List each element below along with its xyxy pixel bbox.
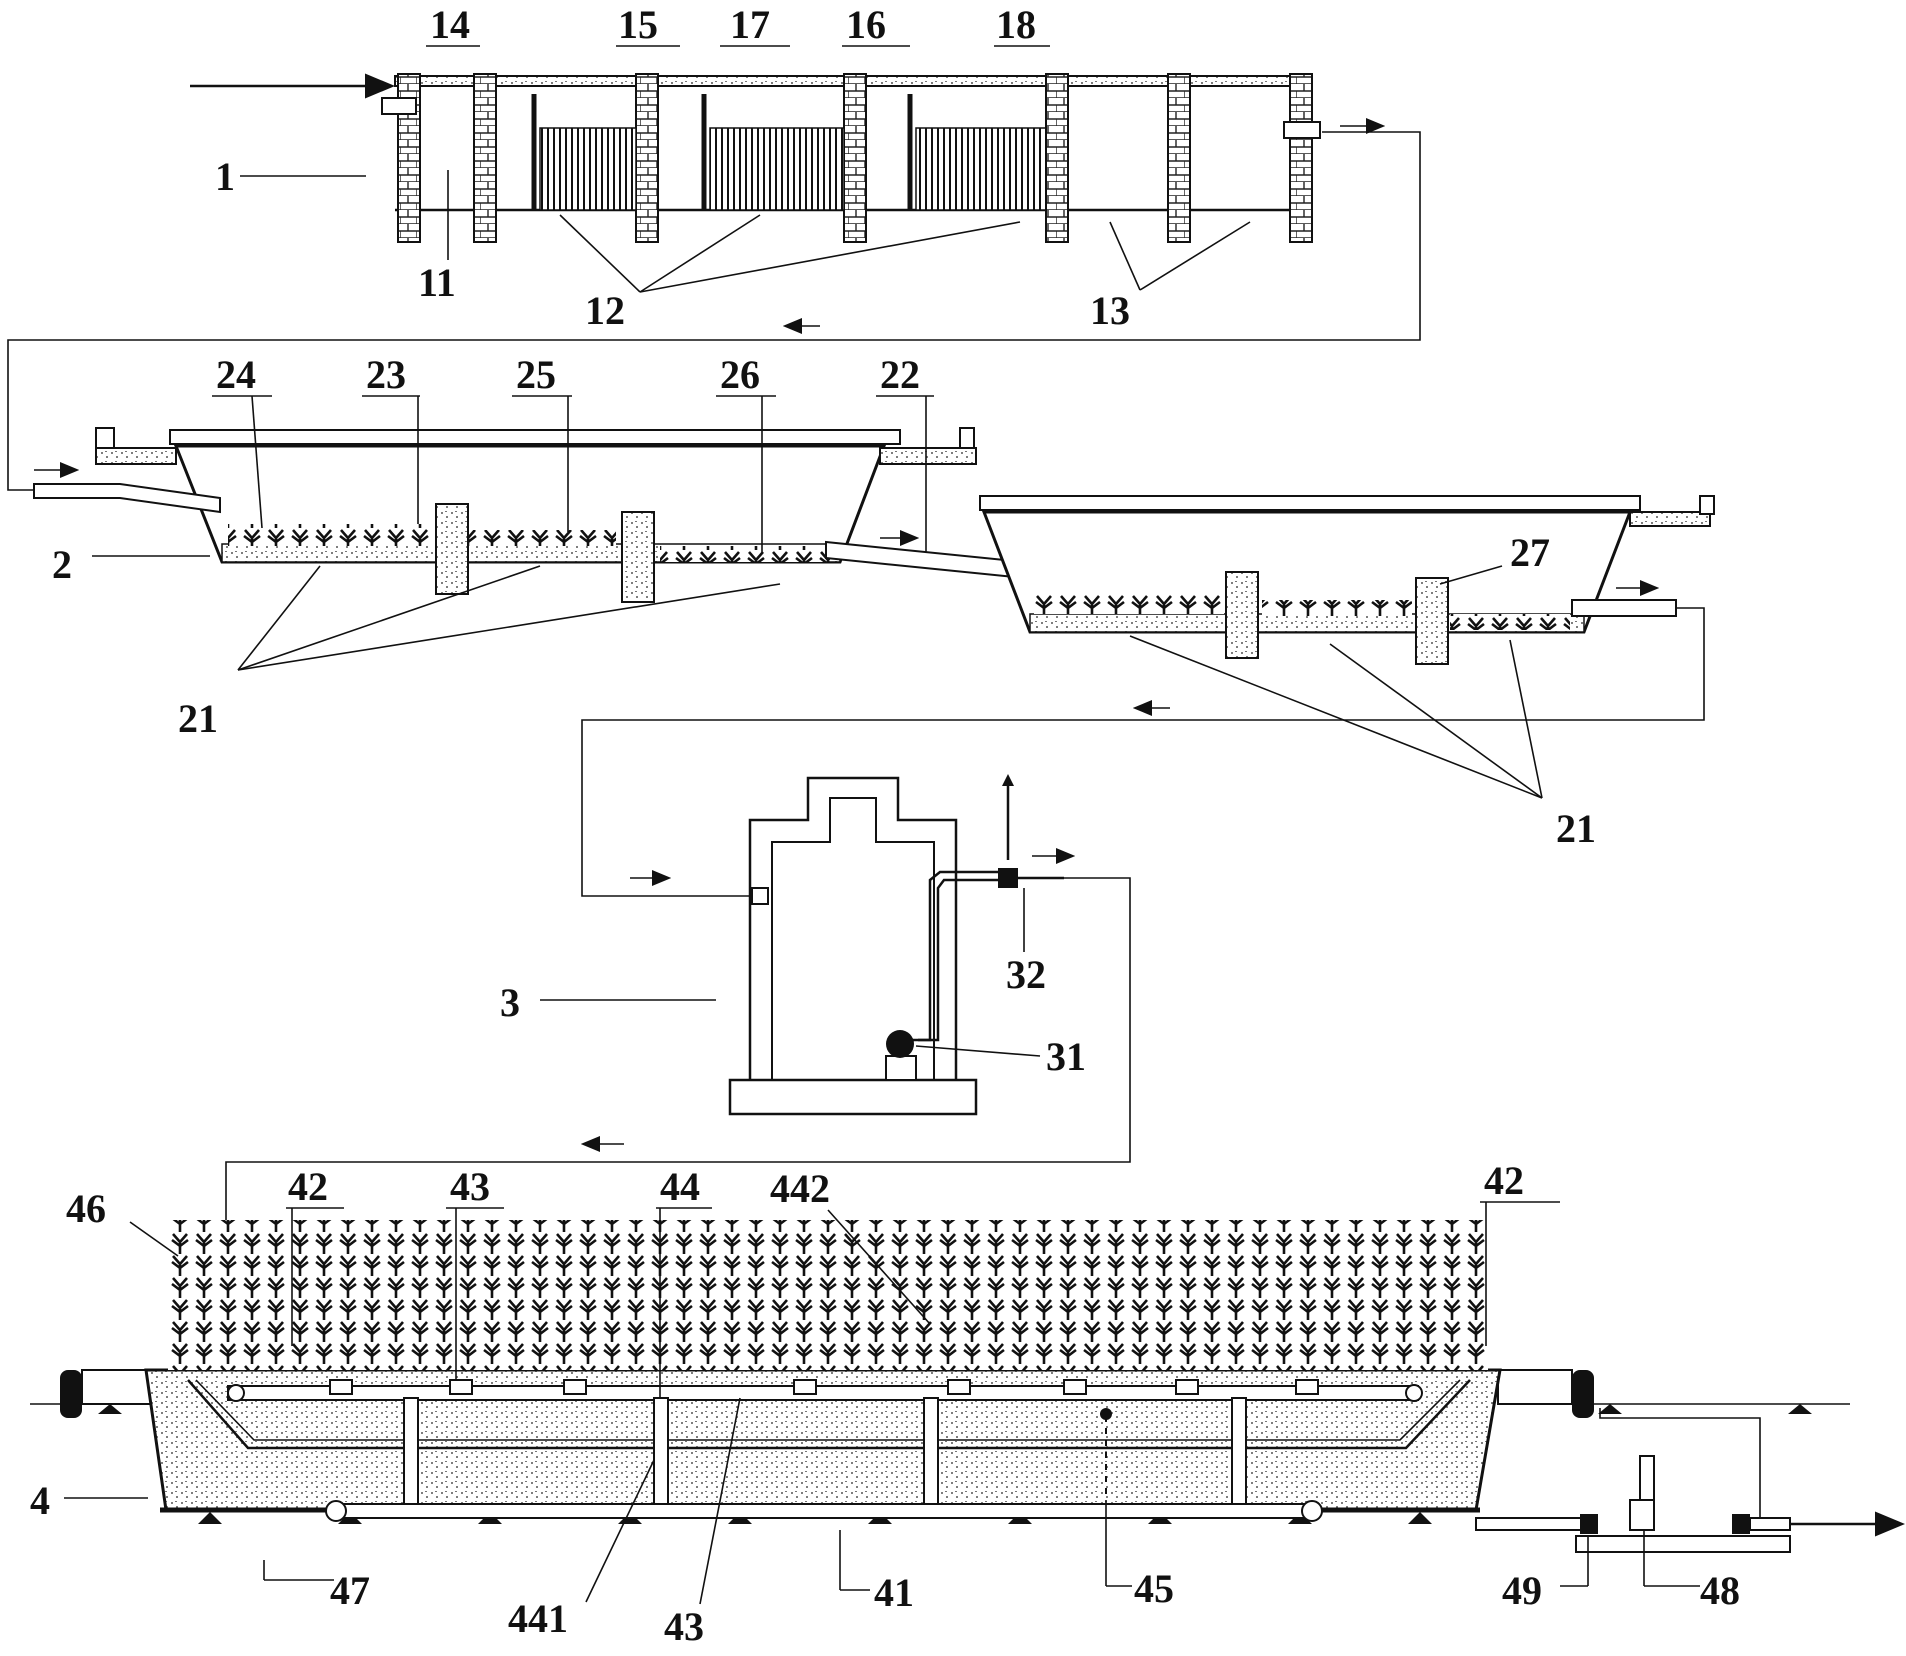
outlet-valve-49 bbox=[1580, 1514, 1598, 1534]
wetland-plants bbox=[168, 1220, 1488, 1370]
flow-pipe-2-3 bbox=[581, 607, 1705, 897]
label-21-right: 21 bbox=[1556, 806, 1596, 851]
label-44: 44 bbox=[660, 1164, 700, 1209]
weir-wall bbox=[1225, 571, 1259, 659]
label-4: 4 bbox=[30, 1478, 50, 1523]
label-12: 12 bbox=[585, 288, 625, 333]
label-25: 25 bbox=[516, 352, 556, 397]
wetland-plants bbox=[1262, 600, 1412, 616]
label-43-bottom: 43 bbox=[664, 1604, 704, 1649]
pump-base bbox=[885, 1055, 917, 1081]
outlet-valve bbox=[1732, 1514, 1750, 1534]
liner bbox=[187, 1379, 1471, 1450]
flow-pipe-1-2 bbox=[7, 131, 1421, 491]
pillar bbox=[635, 73, 659, 243]
wetland-plants bbox=[660, 546, 830, 562]
pillar bbox=[843, 73, 867, 243]
pillar bbox=[397, 73, 421, 243]
inlet-valve bbox=[751, 887, 769, 905]
label-41: 41 bbox=[874, 1570, 914, 1615]
label-3: 3 bbox=[500, 980, 520, 1025]
label-31: 31 bbox=[1046, 1034, 1086, 1079]
label-47: 47 bbox=[330, 1568, 370, 1613]
label-45: 45 bbox=[1134, 1566, 1174, 1611]
wetland-plants bbox=[228, 524, 438, 546]
section-2-wetlands: 2 24 23 25 26 22 27 21 21 bbox=[33, 352, 1715, 897]
wetland-plants bbox=[1450, 614, 1570, 630]
weir-wall bbox=[435, 503, 469, 595]
label-2: 2 bbox=[52, 542, 72, 587]
outlet-valve bbox=[1283, 121, 1321, 139]
label-48: 48 bbox=[1700, 1568, 1740, 1613]
filler-media bbox=[709, 127, 845, 211]
ground-anchor bbox=[60, 1370, 82, 1418]
label-46: 46 bbox=[66, 1186, 106, 1231]
label-441: 441 bbox=[508, 1596, 568, 1641]
weir-wall bbox=[621, 511, 655, 603]
label-16: 16 bbox=[846, 2, 886, 47]
pillar bbox=[1045, 73, 1069, 243]
label-13: 13 bbox=[1090, 288, 1130, 333]
section-3-pump-well: 3 32 31 bbox=[225, 774, 1131, 1400]
inlet-valve bbox=[381, 97, 417, 115]
label-32: 32 bbox=[1006, 952, 1046, 997]
collection-pipe bbox=[333, 1503, 1319, 1519]
label-26: 26 bbox=[720, 352, 760, 397]
label-11: 11 bbox=[418, 260, 456, 305]
label-1: 1 bbox=[215, 154, 235, 199]
label-21-left: 21 bbox=[178, 696, 218, 741]
pillar bbox=[1167, 73, 1191, 243]
label-49: 49 bbox=[1502, 1568, 1542, 1613]
wetland-plants bbox=[466, 530, 616, 546]
label-442: 442 bbox=[770, 1166, 830, 1211]
label-23: 23 bbox=[366, 352, 406, 397]
outlet-chamber-base bbox=[1575, 1535, 1791, 1553]
label-43-top: 43 bbox=[450, 1164, 490, 1209]
section-4-subsurface-wetland: 4 46 42 43 44 442 42 47 441 43 41 45 49 … bbox=[30, 1158, 1905, 1649]
pillar bbox=[1289, 73, 1313, 243]
filler-media bbox=[539, 127, 637, 211]
filler-media bbox=[915, 127, 1047, 211]
label-42-left: 42 bbox=[288, 1164, 328, 1209]
ground-anchor bbox=[1572, 1370, 1594, 1418]
section-1-pretreatment: 1 11 14 15 17 16 18 12 13 bbox=[7, 2, 1421, 491]
weir-wall bbox=[1415, 577, 1449, 665]
label-42-right: 42 bbox=[1484, 1158, 1524, 1203]
wetland-plants bbox=[1034, 594, 1224, 614]
sensor bbox=[1100, 1408, 1112, 1420]
label-15: 15 bbox=[618, 2, 658, 47]
submersible-pump bbox=[886, 1030, 914, 1058]
label-17: 17 bbox=[730, 2, 770, 47]
vertical-pipes bbox=[403, 1397, 1247, 1505]
connecting-pipe bbox=[825, 540, 1025, 580]
label-18: 18 bbox=[996, 2, 1036, 47]
label-14: 14 bbox=[430, 2, 470, 47]
label-22: 22 bbox=[880, 352, 920, 397]
label-27: 27 bbox=[1510, 530, 1550, 575]
label-24: 24 bbox=[216, 352, 256, 397]
pressure-valve bbox=[998, 868, 1018, 888]
pillar bbox=[473, 73, 497, 243]
